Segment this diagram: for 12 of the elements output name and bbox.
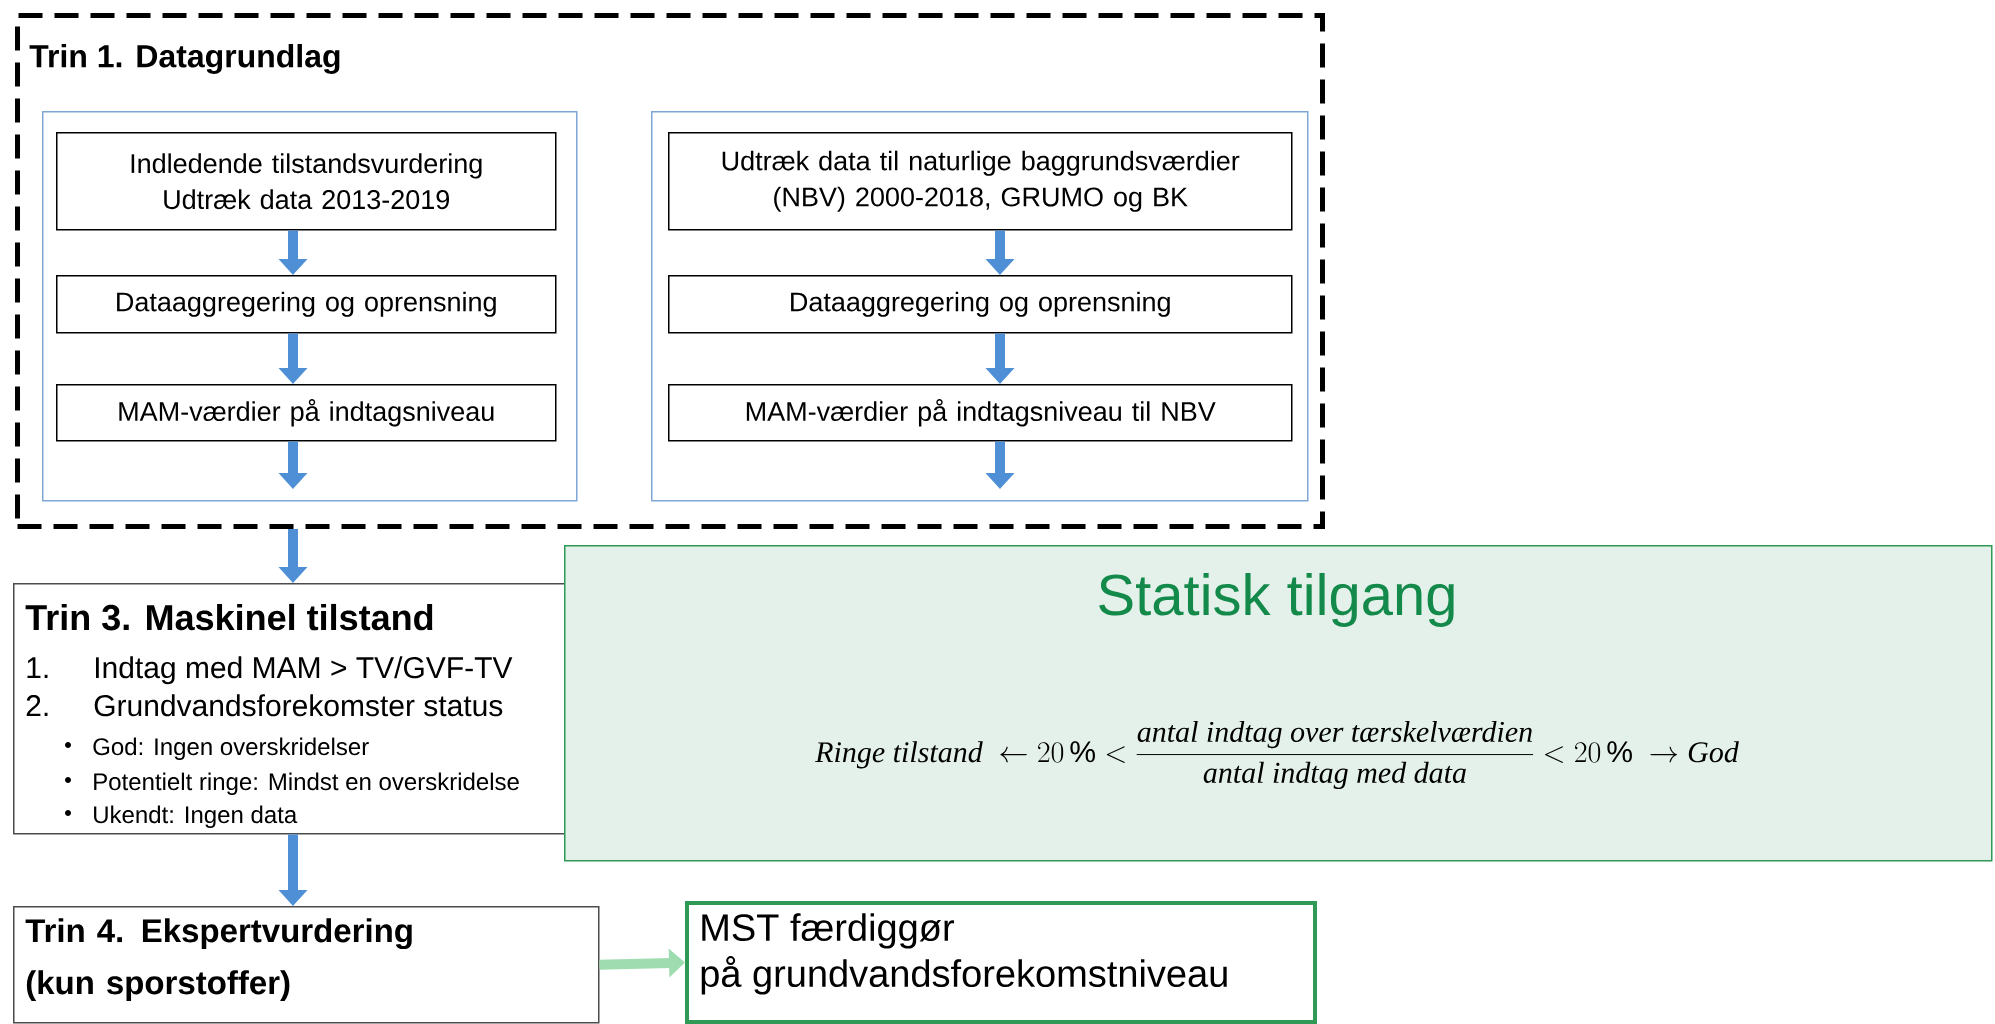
process-box: MAM-værdier på indtagsniveau til NBV: [668, 384, 1293, 442]
list-box: Trin 3. Maskinel tilstand 1. Indtag med MAM > TV/GVF-TV 2. Grundvandsforekomster status God: Ingen overskridelser Potentielt ringe: Mindst en overskridelse Ukendt: Ingen data: [13, 583, 568, 835]
result-box: MST færdiggør på grundvandsforekomstniveau: [685, 901, 1317, 1024]
process-box: Dataaggregering og oprensning: [668, 275, 1293, 334]
formula-box: Statisk tilgang $\textit{Ringe tilstand}\ \leftarrow 20\,\% < \frac{\textit{antal indtag over tærskelværdien}}{\textit{antal indtag med data}} < 20\,\%\ \rightarrow \textit{God}$: [564, 545, 1993, 862]
process-box: Indledende tilstandsvurdering Udtræk data 2013-2019: [56, 132, 557, 231]
panel-box: [651, 111, 1309, 502]
process-box: Dataaggregering og oprensning: [56, 275, 557, 334]
process-box: MAM-værdier på indtagsniveau: [56, 384, 557, 442]
process-box: Udtræk data til naturlige baggrundsværdier (NBV) 2000-2018, GRUMO og BK: [668, 132, 1293, 231]
process-box: Trin 4. Ekspertvurdering (kun sporstoffer): [13, 906, 600, 1024]
panel-box: [42, 111, 578, 502]
